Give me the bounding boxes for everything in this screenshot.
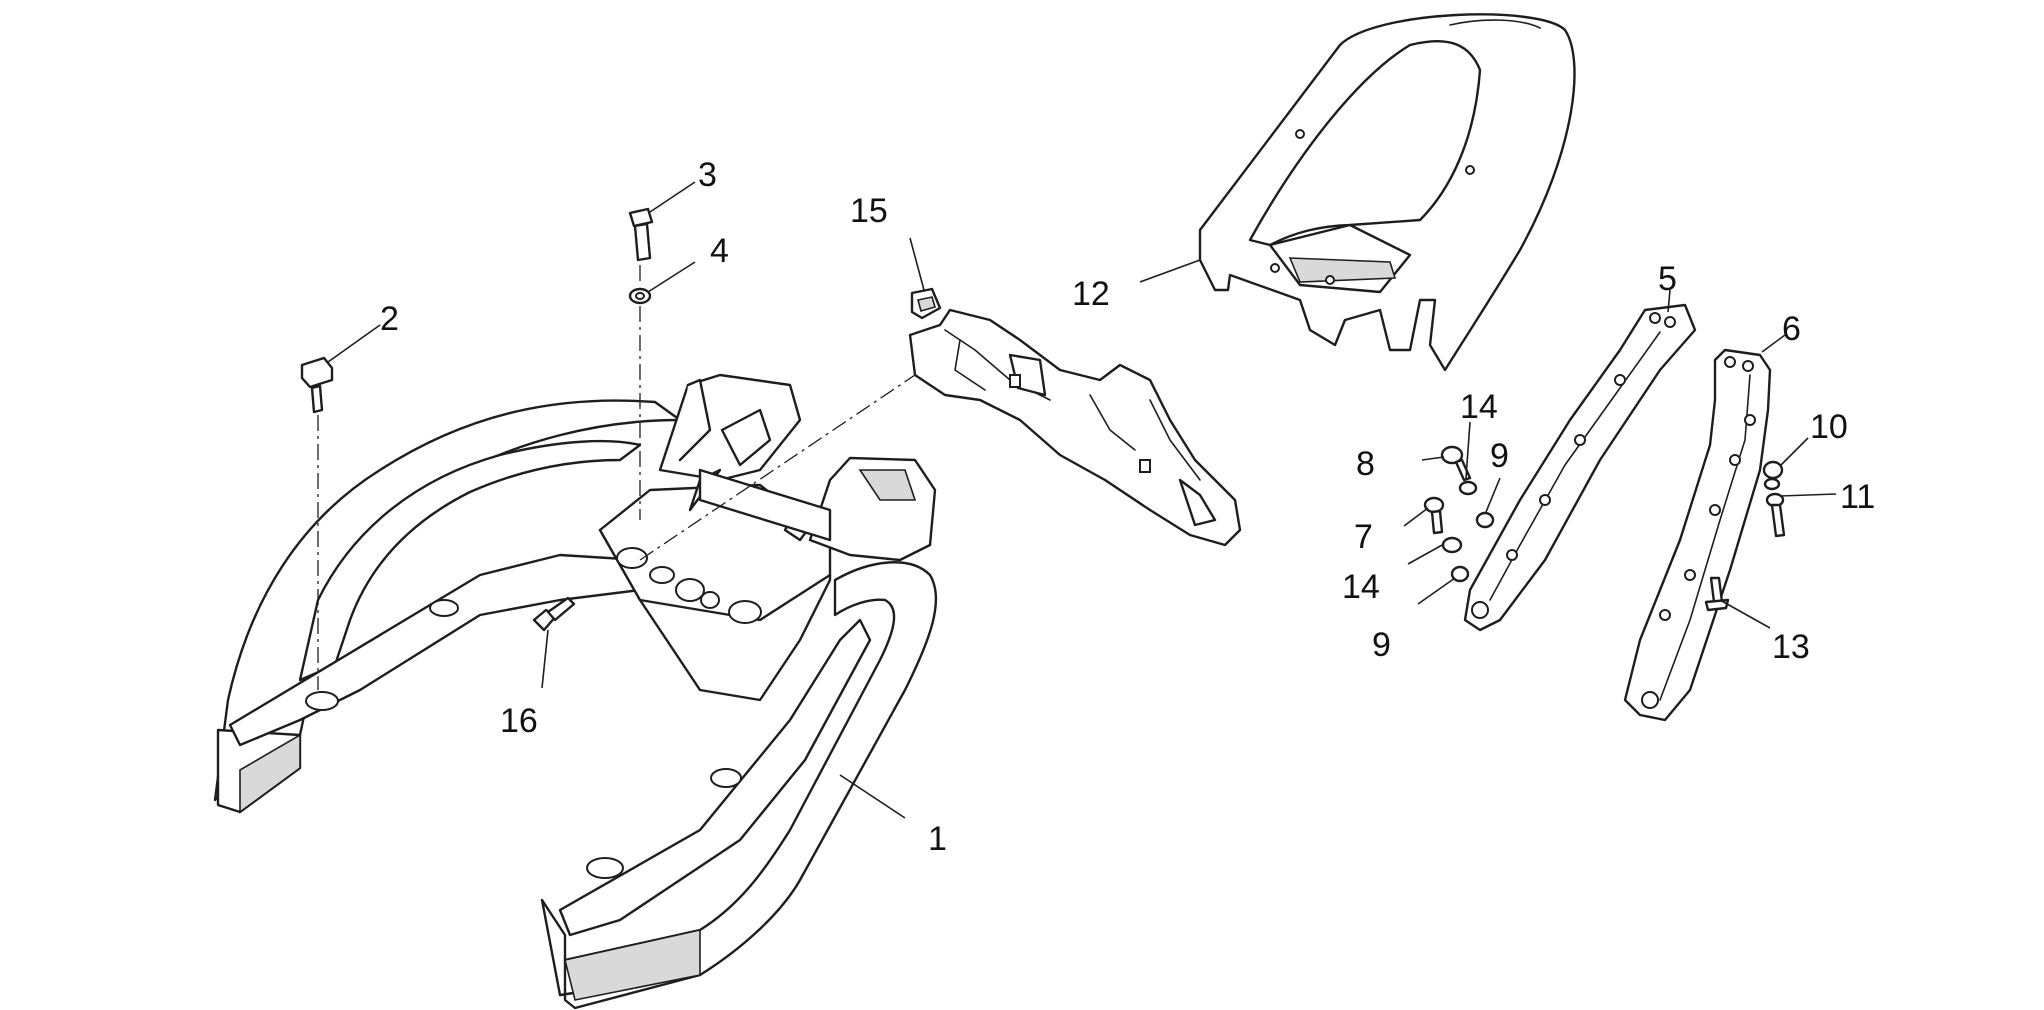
part-11-bolt bbox=[1765, 492, 1786, 538]
assembly-axes bbox=[317, 265, 916, 690]
part-12-rear-cover bbox=[1198, 13, 1576, 372]
callout-9a: 9 bbox=[1490, 437, 1509, 475]
mudguard-bracket bbox=[908, 308, 1242, 547]
callout-3: 3 bbox=[698, 156, 717, 194]
part-10-nut bbox=[1762, 460, 1784, 491]
part-6-side-strip bbox=[1623, 348, 1772, 722]
callout-15: 15 bbox=[850, 192, 888, 230]
callout-7: 7 bbox=[1354, 518, 1373, 556]
part-15-clip-nut bbox=[910, 287, 942, 320]
callout-1: 1 bbox=[928, 820, 947, 858]
part-3-screw bbox=[628, 207, 654, 262]
part-1-rear-frame bbox=[213, 373, 938, 1010]
callout-14a: 14 bbox=[1460, 388, 1498, 426]
callout-8: 8 bbox=[1356, 445, 1375, 483]
leader-lines bbox=[327, 181, 1837, 819]
part-5-side-strip bbox=[1463, 303, 1697, 632]
callout-16: 16 bbox=[500, 702, 538, 740]
callout-11: 11 bbox=[1840, 478, 1875, 516]
part-4-washer bbox=[628, 287, 652, 305]
callout-10: 10 bbox=[1810, 408, 1848, 446]
part-16-screw bbox=[532, 596, 576, 632]
callout-9b: 9 bbox=[1372, 626, 1391, 664]
callout-12: 12 bbox=[1072, 275, 1110, 313]
callout-6: 6 bbox=[1782, 310, 1801, 348]
callouts: 1 2 3 4 5 6 7 8 9 9 10 11 12 13 14 14 15… bbox=[380, 156, 1875, 858]
callout-4: 4 bbox=[710, 232, 729, 270]
part-9-nut bbox=[1450, 511, 1495, 583]
callout-5: 5 bbox=[1658, 260, 1677, 298]
part-7-screw bbox=[1423, 496, 1445, 535]
callout-13: 13 bbox=[1772, 628, 1810, 666]
callout-2: 2 bbox=[380, 300, 399, 338]
callout-14b: 14 bbox=[1342, 568, 1380, 606]
part-14-washer bbox=[1441, 480, 1478, 554]
part-2-bolt bbox=[300, 356, 334, 414]
